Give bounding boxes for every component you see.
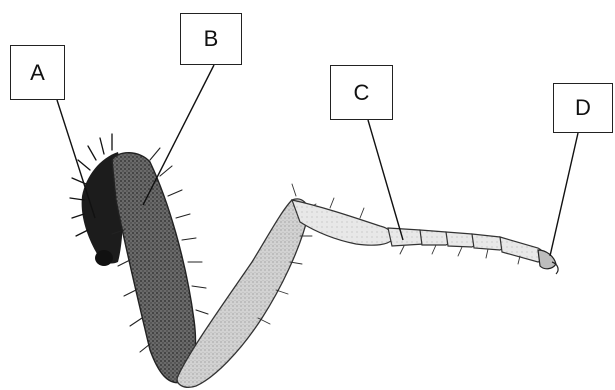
leader-line-c [368,120,403,240]
leader-line-b [143,65,214,205]
leader-line-d [550,133,578,256]
label-b: B [180,13,242,65]
label-a: A [10,45,65,100]
leader-line-a [57,100,95,218]
claw-segment [538,250,558,274]
tarsus-segments [292,198,544,264]
label-c: C [330,65,393,120]
femur-segment [112,148,208,383]
coxa-segment [70,134,123,266]
label-d: D [553,83,613,133]
tibia-segment [177,184,316,387]
